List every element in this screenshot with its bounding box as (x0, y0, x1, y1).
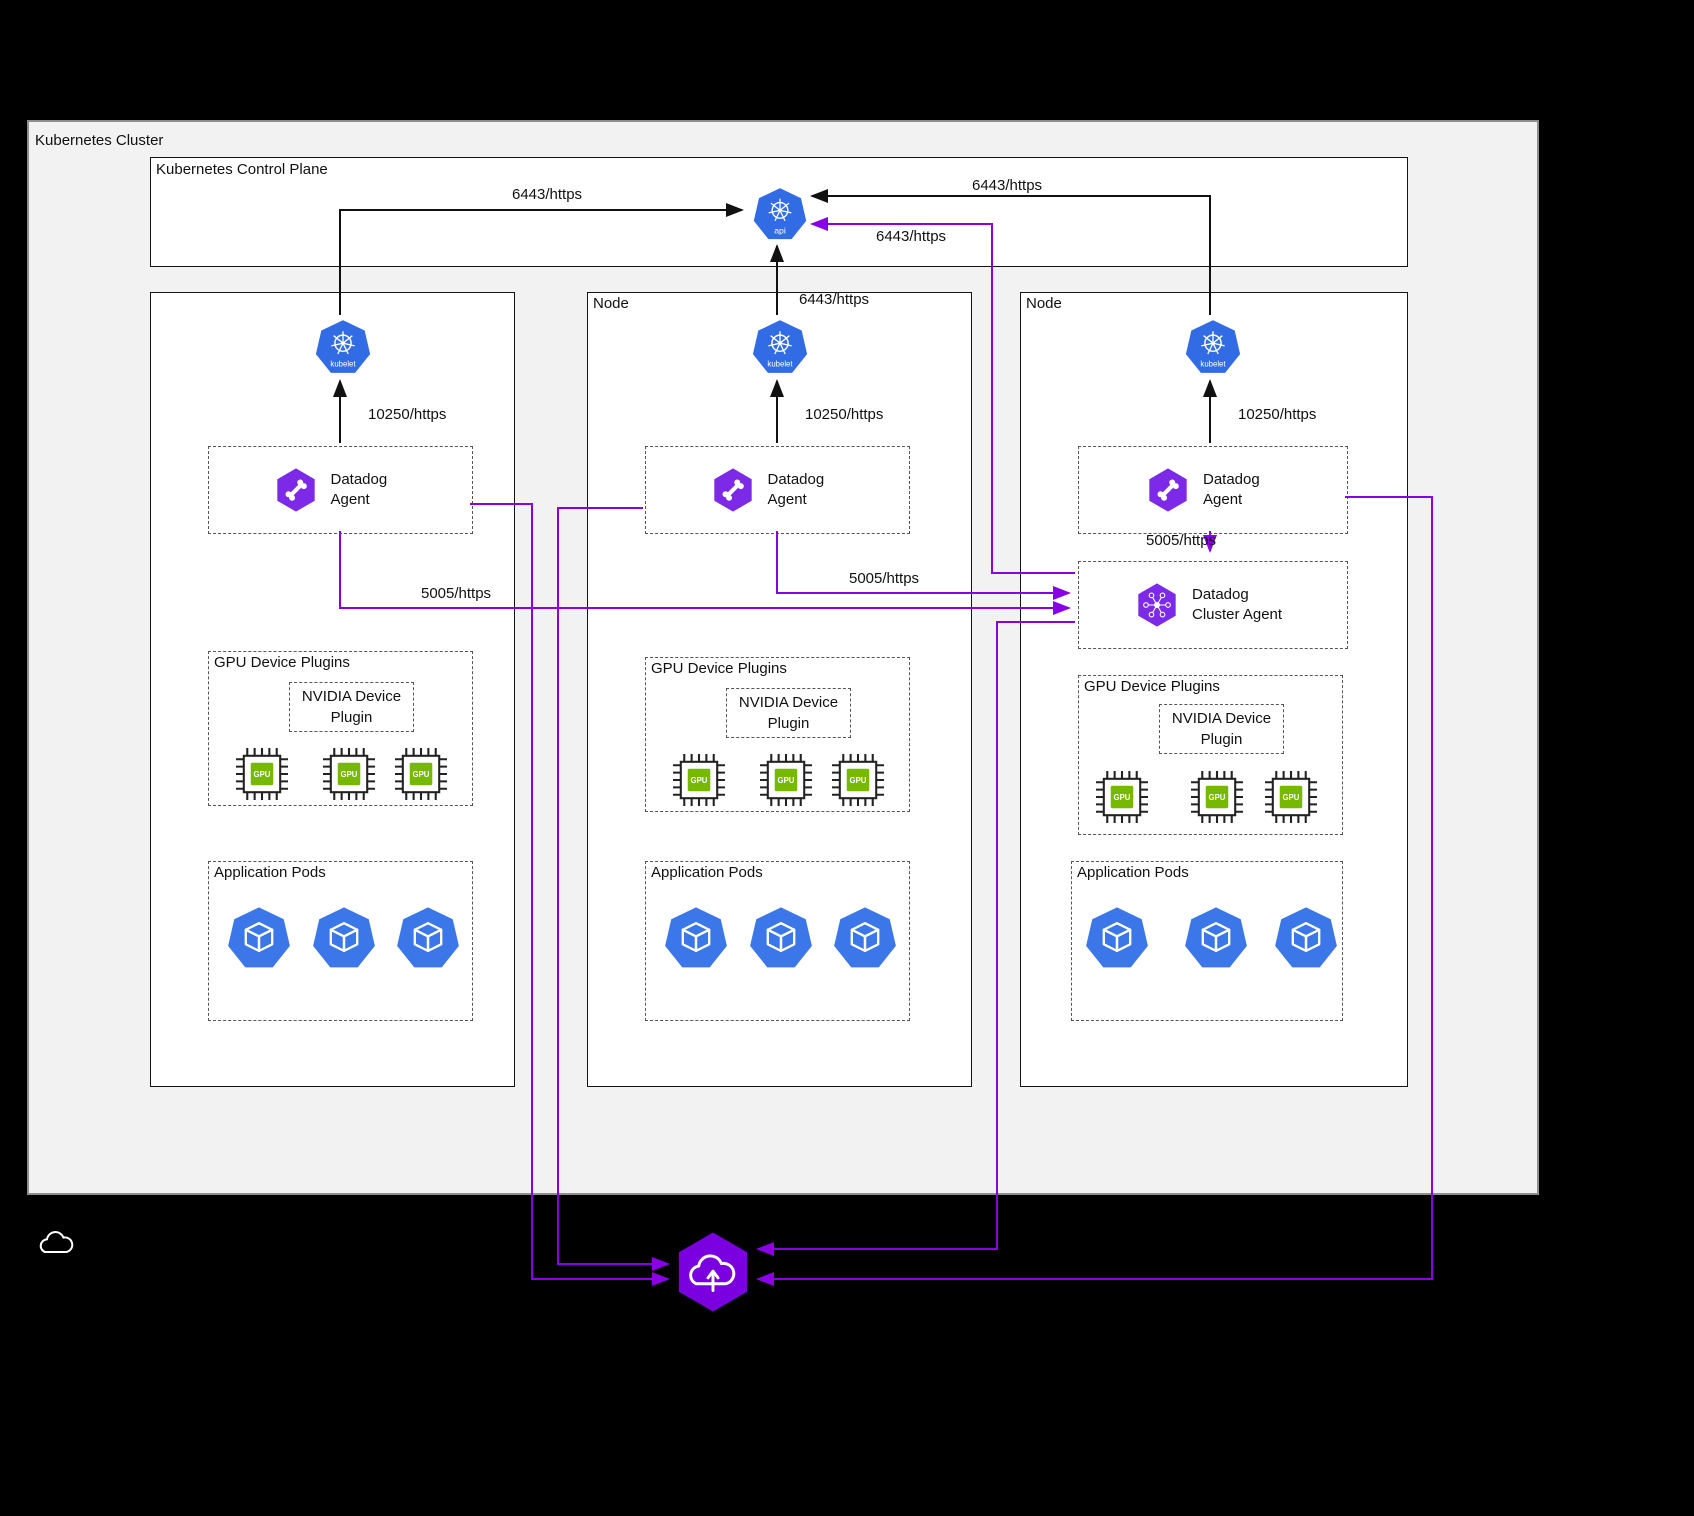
port-label-6443: 6443/https (876, 228, 947, 245)
datadog-agent-icon (1145, 467, 1191, 513)
nvidia-device-plugin-label: NVIDIA Device Plugin (1171, 710, 1272, 748)
gpu-chip-icon (760, 754, 812, 806)
port-label-6443: 6443/https (512, 186, 583, 203)
datadog-agent-label: Datadog Agent (1203, 470, 1260, 508)
node-label: Node (1026, 295, 1062, 312)
application-pods-box: Application Pods (645, 861, 910, 1021)
cloud-icon (39, 1231, 74, 1253)
pod-icon (311, 906, 377, 972)
pod-icon (226, 906, 292, 972)
gpu-device-plugins-label: GPU Device Plugins (214, 654, 350, 671)
port-label-5005: 5005/https (421, 585, 492, 602)
port-label-5005: 5005/https (1146, 532, 1217, 549)
gpu-chip-icon (323, 748, 375, 800)
kubelet-icon (1183, 318, 1243, 378)
pod-icon (663, 906, 729, 972)
kubelet-icon (313, 318, 373, 378)
datadog-agent-box: Datadog Agent (208, 446, 473, 534)
node-box-1: Datadog Agent GPU Device Plugins NVIDIA … (150, 292, 515, 1087)
gpu-device-plugins-box: GPU Device Plugins NVIDIA Device Plugin (208, 651, 473, 806)
datadog-agent-label: Datadog Agent (330, 470, 388, 508)
datadog-agent-box: Datadog Agent (1078, 446, 1348, 534)
datadog-backend-icon (678, 1232, 748, 1312)
cluster-title: Kubernetes Cluster (35, 132, 164, 149)
port-label-10250: 10250/https (1238, 406, 1317, 423)
gpu-chip-icon (1265, 771, 1317, 823)
node-label: Node (593, 295, 629, 312)
datadog-cluster-agent-box: Datadog Cluster Agent (1078, 561, 1348, 649)
gpu-chip-icon (1096, 771, 1148, 823)
datadog-cluster-agent-icon (1134, 582, 1180, 628)
application-pods-label: Application Pods (651, 864, 763, 881)
gpu-device-plugins-label: GPU Device Plugins (651, 660, 787, 677)
nvidia-device-plugin-box: NVIDIA Device Plugin (289, 682, 414, 732)
gpu-device-plugins-box: GPU Device Plugins NVIDIA Device Plugin (1078, 675, 1343, 835)
nvidia-device-plugin-box: NVIDIA Device Plugin (1159, 704, 1284, 754)
pod-icon (832, 906, 898, 972)
port-label-10250: 10250/https (368, 406, 447, 423)
control-plane-title: Kubernetes Control Plane (156, 161, 328, 178)
datadog-agent-box: Datadog Agent (645, 446, 910, 534)
gpu-chip-icon (395, 748, 447, 800)
application-pods-label: Application Pods (1077, 864, 1189, 881)
gpu-chip-icon (673, 754, 725, 806)
port-label-10250: 10250/https (805, 406, 884, 423)
application-pods-box: Application Pods (1071, 861, 1343, 1021)
pod-icon (1084, 906, 1150, 972)
api-icon-label: api (774, 226, 786, 236)
application-pods-box: Application Pods (208, 861, 473, 1021)
gpu-device-plugins-label: GPU Device Plugins (1084, 678, 1220, 695)
gpu-chip-icon (1191, 771, 1243, 823)
nvidia-device-plugin-label: NVIDIA Device Plugin (738, 694, 839, 732)
gpu-device-plugins-box: GPU Device Plugins NVIDIA Device Plugin (645, 657, 910, 812)
application-pods-label: Application Pods (214, 864, 326, 881)
node-box-3: Node Datadog Agent Datadog Cluster Agent… (1020, 292, 1408, 1087)
pod-icon (1183, 906, 1249, 972)
pod-icon (1273, 906, 1339, 972)
datadog-agent-label: Datadog Agent (767, 470, 825, 508)
pod-icon (395, 906, 461, 972)
kubelet-icon (750, 318, 810, 378)
datadog-agent-icon (273, 467, 319, 513)
datadog-agent-icon (710, 467, 756, 513)
port-label-5005: 5005/https (849, 570, 920, 587)
kubernetes-cluster-box: Kubernetes Cluster Kubernetes Control Pl… (27, 120, 1539, 1195)
datadog-cluster-agent-label: Datadog Cluster Agent (1192, 585, 1283, 623)
node-box-2: Node Datadog Agent GPU Device Plugins NV… (587, 292, 972, 1087)
nvidia-device-plugin-label: NVIDIA Device Plugin (301, 688, 402, 726)
control-plane-box: Kubernetes Control Plane api (150, 157, 1408, 267)
gpu-chip-icon (236, 748, 288, 800)
nvidia-device-plugin-box: NVIDIA Device Plugin (726, 688, 851, 738)
port-label-6443: 6443/https (972, 177, 1043, 194)
pod-icon (748, 906, 814, 972)
gpu-chip-icon (832, 754, 884, 806)
port-label-6443: 6443/https (799, 291, 870, 308)
kube-apiserver-icon: api (751, 186, 809, 241)
